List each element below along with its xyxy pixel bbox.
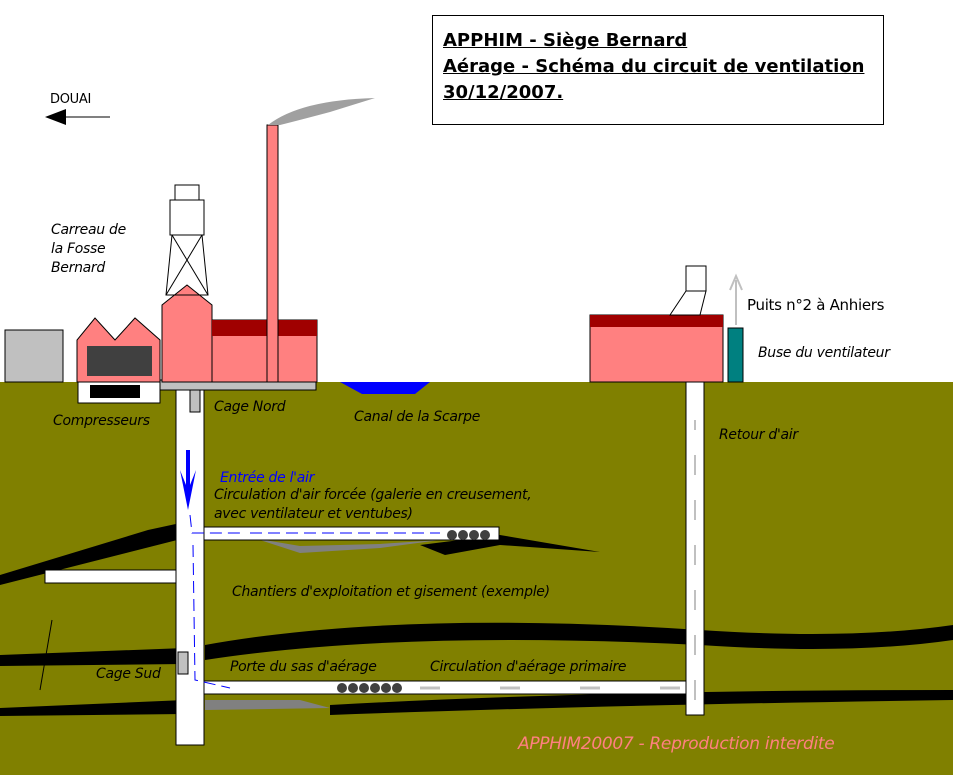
anhiers-roof bbox=[590, 315, 723, 327]
air-intake-arrow bbox=[180, 450, 196, 510]
canal-water bbox=[340, 382, 430, 394]
cage-sud-label: Cage Sud bbox=[96, 666, 161, 682]
fan-stack bbox=[727, 327, 744, 383]
entree-label: Entrée de l'air bbox=[220, 470, 315, 486]
title-box: APPHIM - Siège Bernard Aérage - Schéma d… bbox=[432, 15, 884, 125]
compressor bbox=[90, 385, 140, 398]
title-line-2: Aérage - Schéma du circuit de ventilatio… bbox=[443, 56, 865, 77]
roof bbox=[212, 320, 317, 336]
buse-label: Buse du ventilateur bbox=[758, 345, 890, 361]
title-line-1: APPHIM - Siège Bernard bbox=[443, 30, 688, 51]
primaire-label: Circulation d'aérage primaire bbox=[430, 659, 627, 675]
fault-line bbox=[39, 619, 53, 691]
carreau-label-1: Carreau de bbox=[51, 222, 126, 238]
cage-nord-label: Cage Nord bbox=[214, 399, 286, 415]
cage-nord[interactable] bbox=[189, 389, 201, 413]
cage-sud[interactable] bbox=[177, 651, 189, 675]
gallery-bottom bbox=[203, 680, 687, 695]
porte-label: Porte du sas d'aérage bbox=[230, 659, 377, 675]
machine-hall bbox=[161, 284, 213, 383]
chimney bbox=[266, 124, 279, 383]
coal-seam bbox=[330, 690, 953, 715]
headframe-bernard bbox=[165, 184, 209, 296]
worked-area bbox=[205, 700, 330, 710]
gallery-left bbox=[44, 569, 177, 584]
worked-area bbox=[205, 530, 440, 553]
headframe-anhiers bbox=[669, 265, 707, 316]
air-flow-line bbox=[189, 514, 440, 689]
copyright-label: APPHIM20007 - Reproduction interdite bbox=[518, 734, 835, 754]
coal-seam bbox=[0, 648, 185, 666]
douai-arrowhead bbox=[45, 109, 66, 125]
puits2-label: Puits n°2 à Anhiers bbox=[747, 296, 885, 314]
coal-seam bbox=[205, 622, 953, 660]
forcee-label-2: avec ventilateur et ventubes) bbox=[214, 506, 413, 522]
coal-wagons bbox=[337, 530, 490, 693]
chantiers-label: Chantiers d'exploitation et gisement (ex… bbox=[232, 584, 550, 600]
douai-label: DOUAI bbox=[50, 92, 91, 107]
canal-label: Canal de la Scarpe bbox=[354, 409, 481, 425]
coal-seam bbox=[0, 700, 185, 716]
shaft-bernard[interactable] bbox=[175, 381, 205, 746]
workshop-windows bbox=[87, 346, 152, 376]
office-building bbox=[4, 329, 64, 383]
smoke bbox=[268, 98, 375, 125]
carreau-label-3: Bernard bbox=[51, 260, 105, 276]
carreau-label-2: la Fosse bbox=[51, 241, 106, 257]
exhaust-arrow bbox=[729, 273, 743, 325]
coal-seam bbox=[0, 522, 185, 585]
title-line-3: 30/12/2007. bbox=[443, 82, 564, 103]
compresseurs-label: Compresseurs bbox=[53, 413, 150, 429]
forcee-label-1: Circulation d'air forcée (galerie en cre… bbox=[214, 487, 532, 503]
retour-label: Retour d'air bbox=[719, 427, 798, 443]
